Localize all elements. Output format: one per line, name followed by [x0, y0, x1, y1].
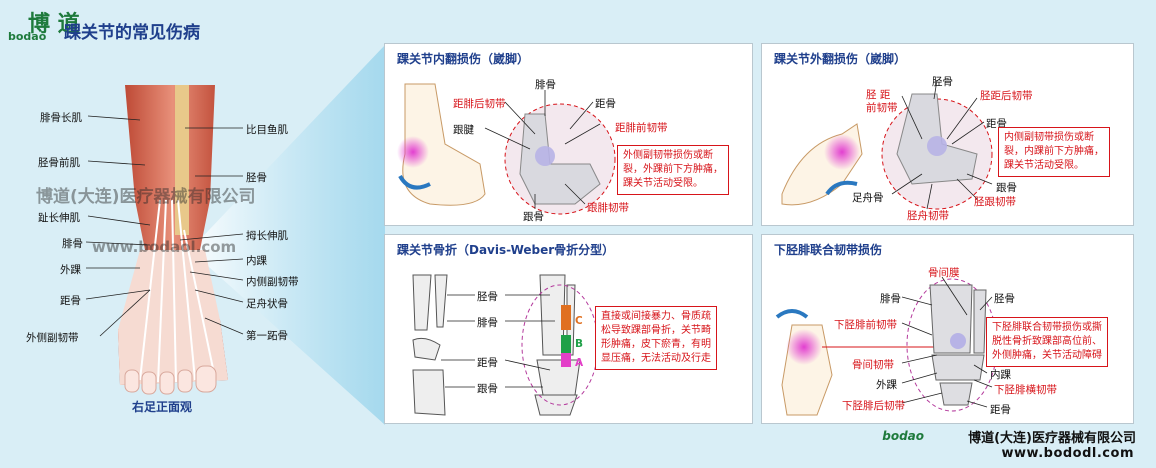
label-tibia: 胫骨 — [932, 76, 953, 88]
syndesmosis-illustration — [775, 276, 998, 416]
label-anterior-tibiotalar-2: 前韧带 — [866, 102, 898, 114]
label-tibialis-anterior: 胫骨前肌 — [38, 157, 80, 169]
label-posterior-talofibular: 距腓后韧带 — [453, 98, 506, 110]
panel3-note: 直接或间接暴力、骨质疏 松导致踝部骨折，关节畸 形肿痛，皮下瘀青，有明 显压痛，… — [595, 306, 717, 370]
inversion-illustration — [397, 83, 616, 215]
label-fibula: 腓骨 — [62, 238, 83, 250]
footer-company: 博道(大连)医疗器械有限公司 — [968, 431, 1136, 446]
label-navicular: 足舟骨 — [852, 192, 884, 204]
panel-title: 踝关节骨折（Davis-Weber骨折分型） — [397, 243, 615, 257]
label-talus: 距骨 — [60, 295, 81, 307]
footer-brand: bodao — [882, 429, 924, 443]
label-lateral-collateral: 外侧副韧带 — [26, 332, 79, 344]
page-title: 踝关节的常见伤病 — [64, 23, 200, 43]
label-interosseous-ligament: 骨间韧带 — [852, 359, 894, 371]
label-achilles-tendon: 跟腱 — [453, 124, 474, 136]
label-type-c: C — [575, 315, 583, 327]
label-talus: 距骨 — [990, 404, 1011, 416]
eversion-illustration — [781, 79, 993, 210]
label-talus: 距骨 — [595, 98, 616, 110]
watermark-url: www.bodaol.com — [92, 238, 237, 256]
figure-caption: 右足正面观 — [132, 400, 193, 414]
label-peroneus-longus: 腓骨长肌 — [40, 112, 82, 124]
label-fibula: 腓骨 — [880, 293, 901, 305]
panel-title: 踝关节外翻损伤（崴脚） — [774, 52, 907, 66]
label-calcaneofibular: 跟腓韧带 — [587, 202, 629, 214]
label-navicular: 足舟状骨 — [246, 298, 288, 310]
label-tibionavicular: 胫舟韧带 — [907, 210, 949, 222]
label-transverse-tibiofibular: 下胫腓横韧带 — [994, 384, 1057, 396]
label-tibiocalcaneal: 胫跟韧带 — [974, 196, 1016, 208]
logo-mark: 博 道 — [28, 11, 80, 37]
label-tibia: 胫骨 — [477, 291, 498, 303]
panel-ankle-fracture: 踝关节骨折（Davis-Weber骨折分型） 胫骨 腓骨 距骨 跟骨 C B A… — [384, 234, 753, 424]
label-type-b: B — [575, 338, 584, 350]
panel-syndesmosis-injury: 下胫腓联合韧带损伤 骨间膜 腓骨 胫骨 下胫腓前韧带 骨间韧带 外踝 内踝 下胫… — [761, 234, 1134, 424]
label-soleus: 比目鱼肌 — [246, 124, 288, 136]
label-anterior-tibiofibular: 下胫腓前韧带 — [834, 319, 897, 331]
footer-url: www.bododl.com — [1001, 446, 1134, 461]
panel-eversion-injury: 踝关节外翻损伤（崴脚） 胫骨 胫 距 前韧带 胫距后韧带 距骨 足舟骨 跟骨 胫… — [761, 43, 1134, 226]
label-ext-hallucis: 拇长伸肌 — [246, 230, 288, 242]
watermark-company: 博道(大连)医疗器械有限公司 — [36, 187, 256, 207]
label-talus: 距骨 — [477, 357, 498, 369]
label-anterior-talofibular: 距腓前韧带 — [615, 122, 668, 134]
label-medial-collateral: 内侧副韧带 — [246, 276, 299, 288]
label-fibula: 腓骨 — [535, 79, 556, 91]
label-medial-malleolus: 内踝 — [990, 369, 1011, 381]
label-first-metatarsal: 第一跖骨 — [246, 330, 288, 342]
label-calcaneus: 跟骨 — [477, 383, 498, 395]
panel-title: 下胫腓联合韧带损伤 — [774, 243, 883, 257]
label-posterior-tibiotalar: 胫距后韧带 — [980, 90, 1033, 102]
logo-wordmark: bodao — [8, 30, 47, 43]
label-posterior-tibiofibular: 下胫腓后韧带 — [842, 400, 905, 412]
panel2-note: 内侧副韧带损伤或断 裂，内踝前下方肿痛， 踝关节活动受限。 — [998, 127, 1110, 177]
label-calcaneus: 跟骨 — [996, 182, 1017, 194]
label-calcaneus: 跟骨 — [523, 211, 544, 223]
label-tibia: 胫骨 — [246, 172, 267, 184]
panel-title: 踝关节内翻损伤（崴脚） — [397, 52, 530, 66]
label-type-a: A — [575, 357, 584, 369]
label-medial-malleolus: 内踝 — [246, 255, 267, 267]
label-tibia: 胫骨 — [994, 293, 1015, 305]
label-lateral-malleolus: 外踝 — [60, 264, 81, 276]
fracture-illustration — [412, 274, 599, 416]
label-interosseous-membrane: 骨间膜 — [928, 267, 960, 279]
panel4-note: 下胫腓联合韧带损伤或撕 脱性骨折致踝部高位前、 外侧肿痛，关节活动障碍 — [986, 317, 1108, 367]
panel1-note: 外侧副韧带损伤或断 裂，外踝前下方肿痛， 踝关节活动受限。 — [617, 145, 729, 195]
leg-anatomy-illustration — [118, 85, 228, 395]
label-lateral-malleolus: 外踝 — [876, 379, 897, 391]
label-fibula: 腓骨 — [477, 317, 498, 329]
panel-inversion-injury: 踝关节内翻损伤（崴脚） 腓骨 距腓后韧带 距骨 距腓前韧带 跟腱 跟骨 跟腓韧带… — [384, 43, 753, 226]
label-anterior-tibiotalar-1: 胫 距 — [866, 89, 891, 101]
label-ext-digitorum: 趾长伸肌 — [38, 212, 80, 224]
